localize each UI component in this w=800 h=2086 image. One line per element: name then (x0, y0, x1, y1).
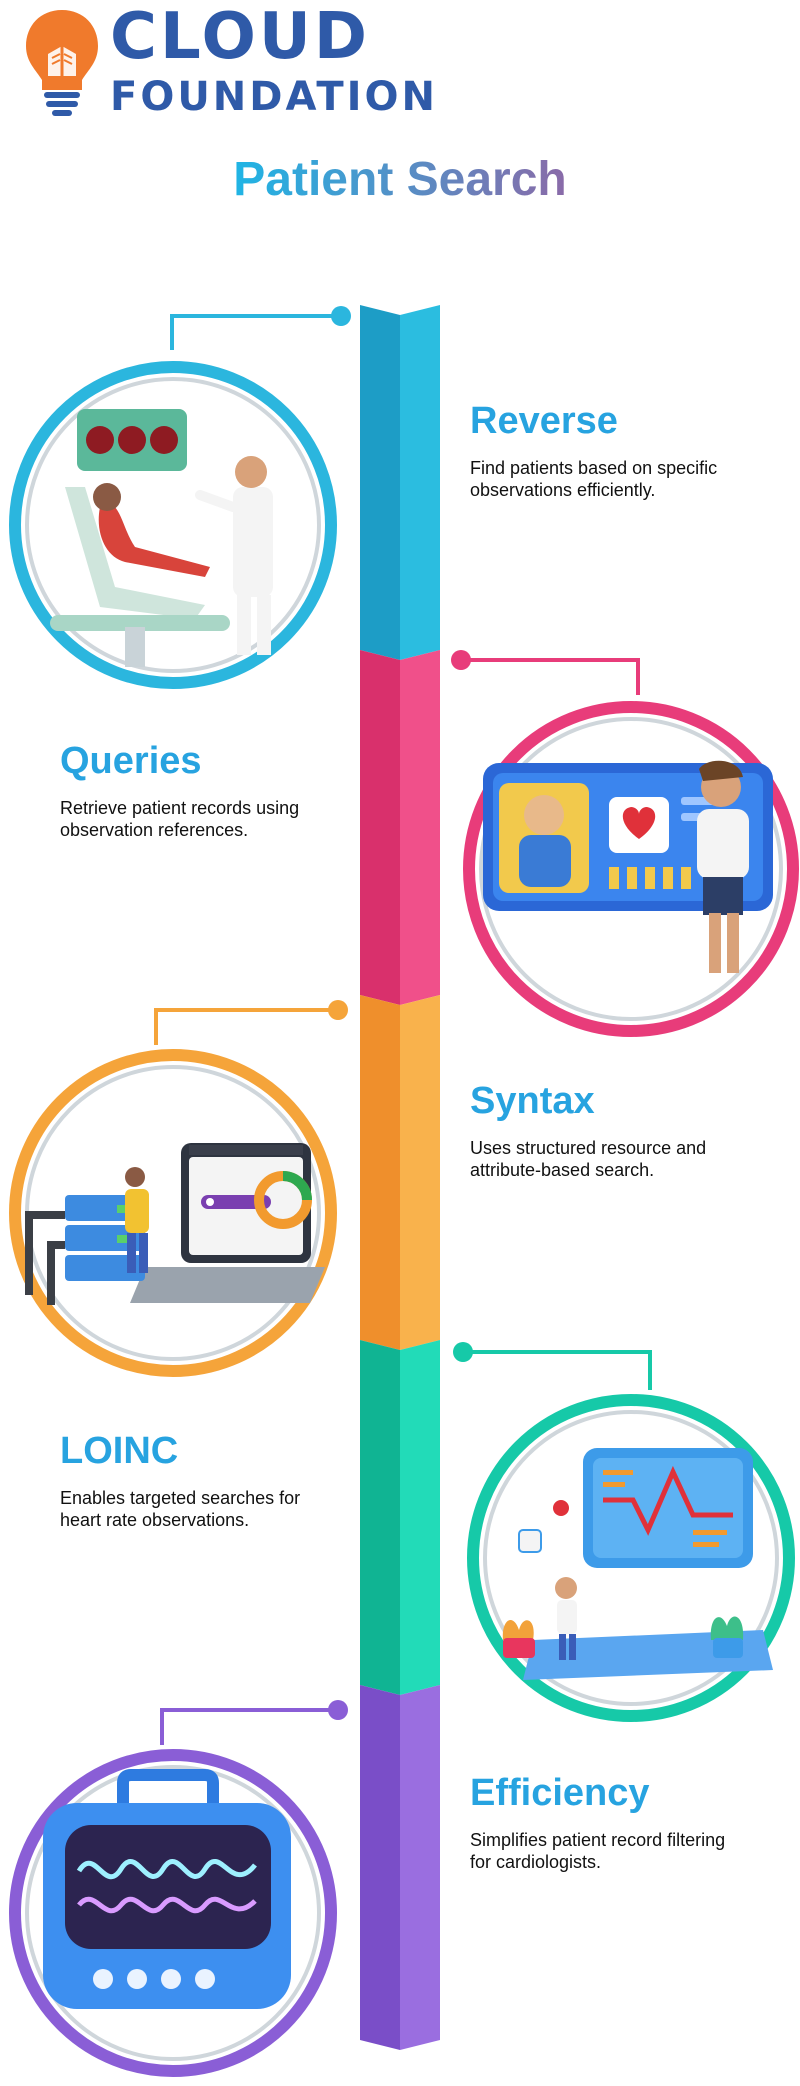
lightbulb-logo-icon (26, 10, 98, 116)
brand-name-line2: FOUNDATION (110, 74, 438, 120)
section-title: LOINC (60, 1430, 179, 1472)
section-efficiency: Efficiency Simplifies patient record fil… (470, 1772, 790, 1873)
section-title: Efficiency (470, 1772, 650, 1814)
page-title: Patient Search (233, 153, 567, 206)
ecg-monitor-illustration (9, 1749, 337, 2077)
timeline-bar (360, 305, 440, 2050)
section-title: Queries (60, 740, 202, 782)
section-title: Syntax (470, 1080, 595, 1122)
dental-chair-doctor-illustration (9, 361, 337, 689)
section-title: Reverse (470, 400, 618, 442)
heart-monitor-doctor-illustration (463, 701, 799, 1037)
brand-name-line1: CLOUD (110, 0, 370, 74)
heart-rate-chart-doctor-illustration (467, 1394, 795, 1722)
server-laptop-search-illustration (9, 1049, 337, 1377)
